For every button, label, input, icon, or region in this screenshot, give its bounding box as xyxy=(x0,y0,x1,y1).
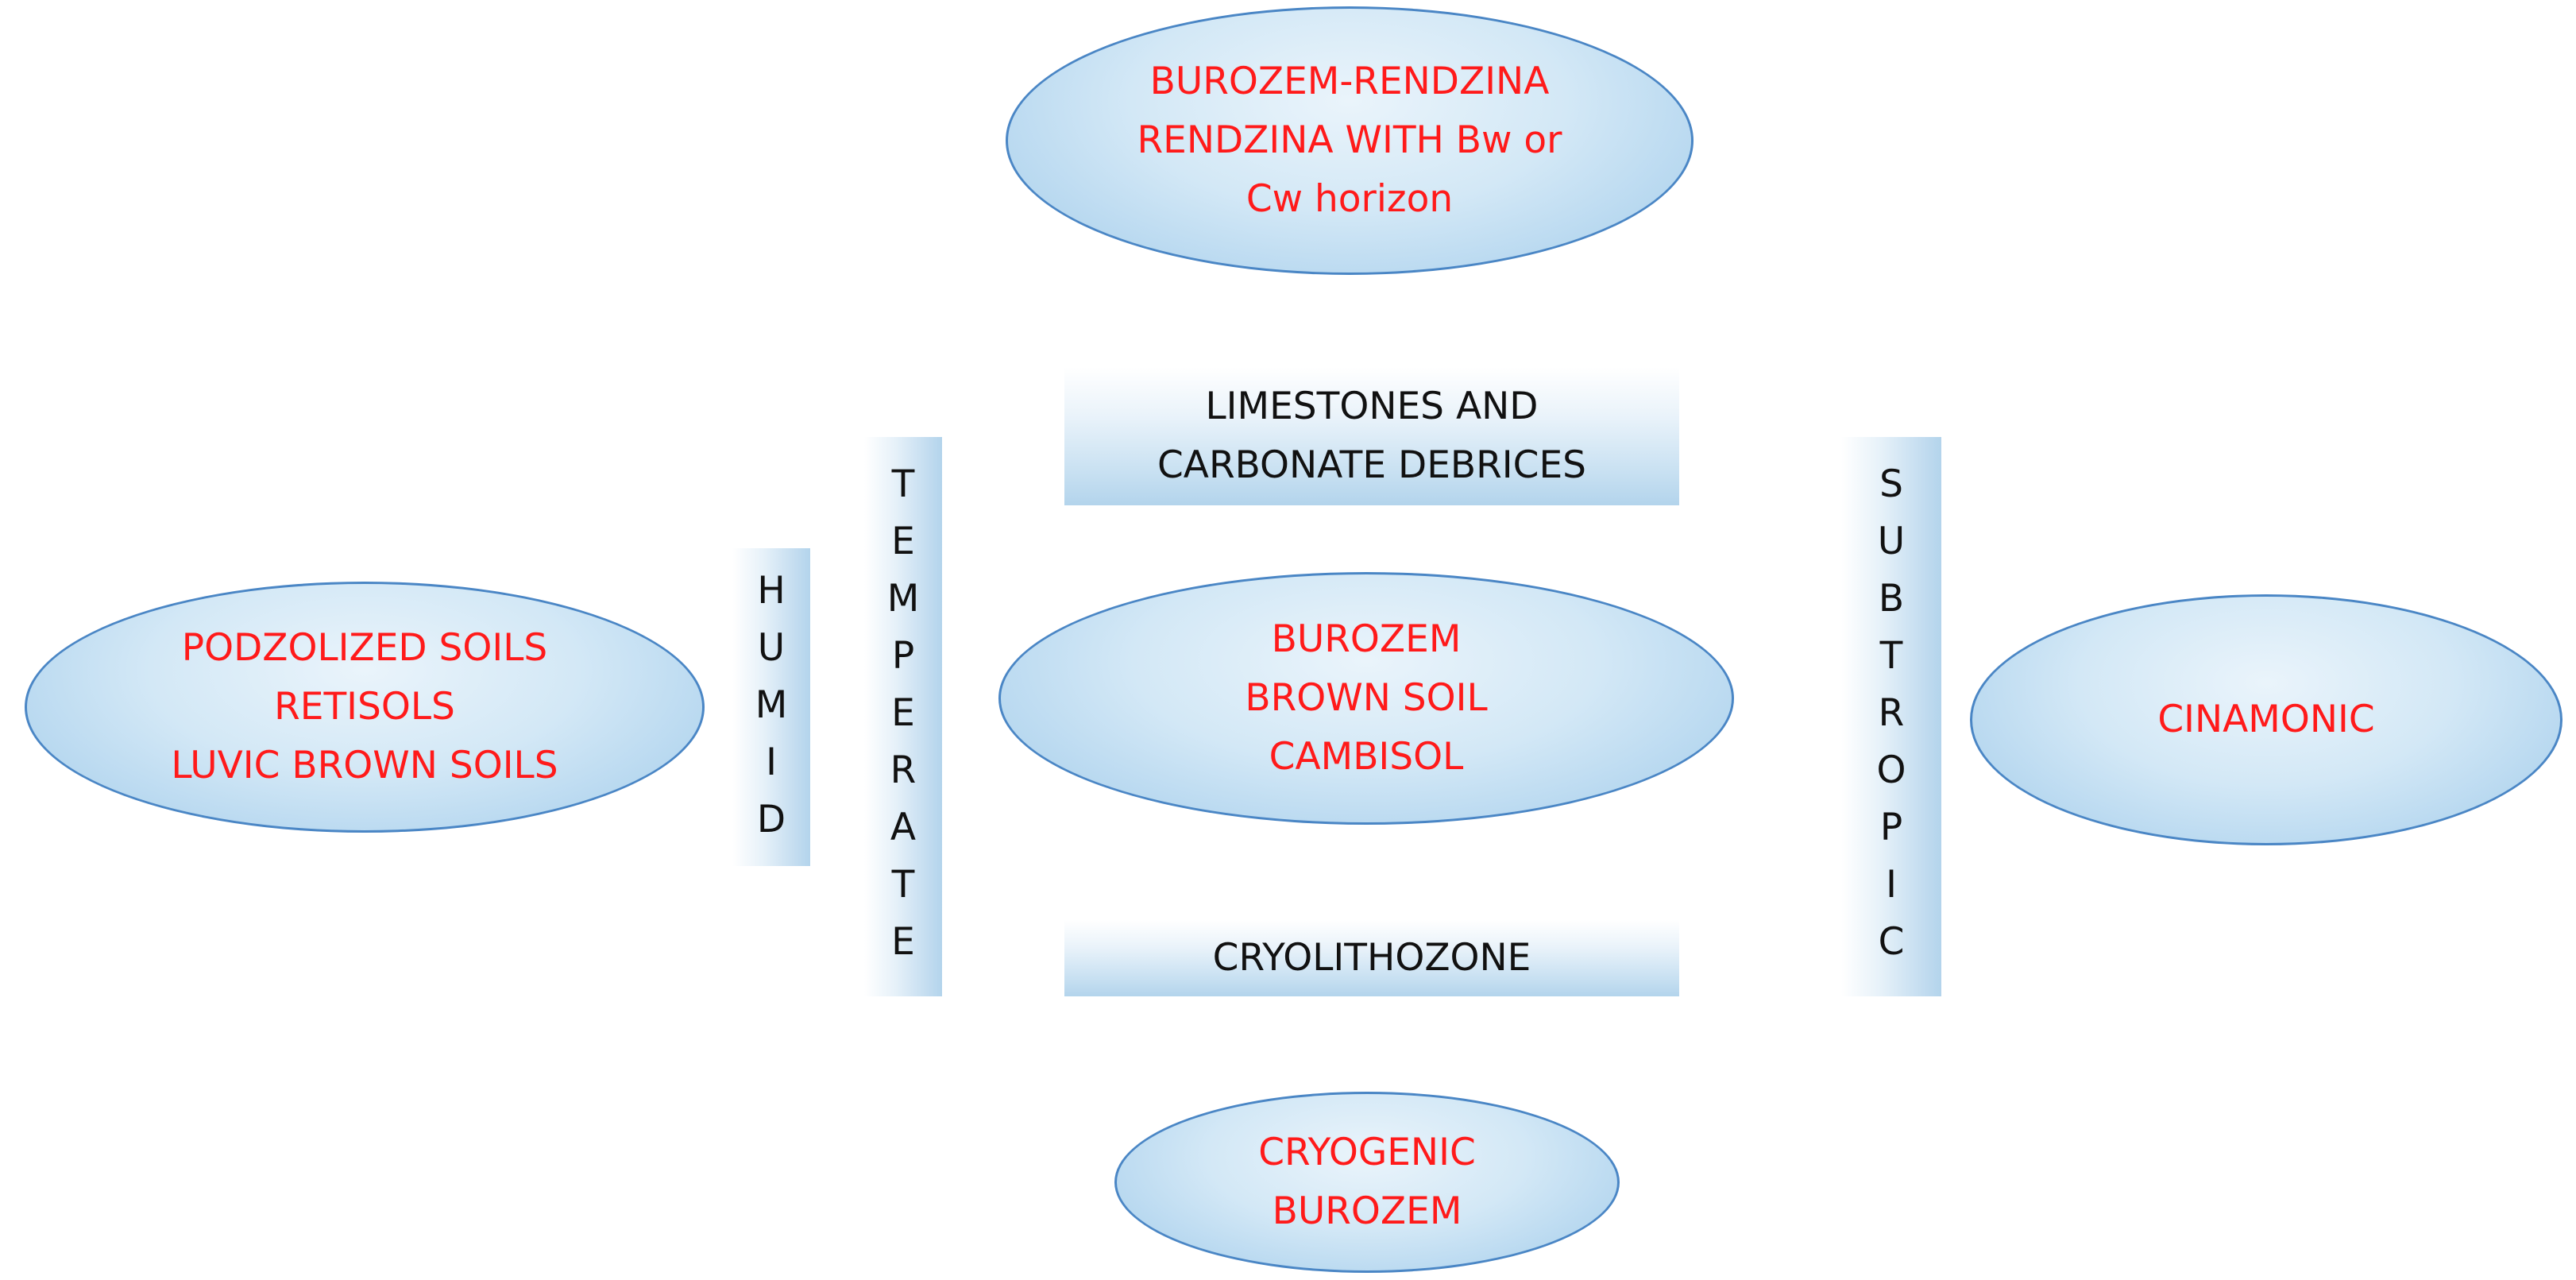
bar-letter: P xyxy=(1879,806,1903,849)
bar-humid-letters: H U M I D xyxy=(732,563,810,849)
ellipse-cinamonic-text: CINAMONIC xyxy=(2157,690,2374,749)
ellipse-line: BUROZEM xyxy=(1271,617,1462,661)
bar-letter: T xyxy=(891,462,915,506)
bar-letter: O xyxy=(1876,748,1906,792)
bar-limestones-text: LIMESTONES AND CARBONATE DEBRICES xyxy=(1157,377,1586,495)
ellipse-burozem-rendzina-text: BUROZEM-RENDZINA RENDZINA WITH Bw or Cw … xyxy=(1137,52,1562,229)
ellipse-line: LUVIC BROWN SOILS xyxy=(171,744,558,787)
bar-letter: C xyxy=(1878,920,1905,964)
bar-cryolithozone-text: CRYOLITHOZONE xyxy=(1213,929,1531,988)
ellipse-line: RETISOLS xyxy=(274,685,455,729)
ellipse-line: BROWN SOIL xyxy=(1245,676,1488,720)
ellipse-line: Cw horizon xyxy=(1246,177,1454,221)
bar-letter: A xyxy=(890,806,917,849)
bar-humid: H U M I D xyxy=(732,548,810,866)
bar-limestones: LIMESTONES AND CARBONATE DEBRICES xyxy=(1064,367,1679,505)
bar-letter: E xyxy=(891,920,915,964)
bar-line: CRYOLITHOZONE xyxy=(1212,936,1531,980)
bar-letter: U xyxy=(1877,520,1906,563)
ellipse-cryogenic-burozem-text: CRYOGENIC BUROZEM xyxy=(1258,1123,1476,1241)
bar-letter: H xyxy=(757,569,786,613)
bar-subtropic-letters: S U B T R O P I C xyxy=(1841,456,1941,971)
bar-line: CARBONATE DEBRICES xyxy=(1157,443,1587,487)
bar-temperate-letters: T E M P E R A T E xyxy=(864,456,942,971)
bar-letter: R xyxy=(1878,691,1905,735)
bar-letter: P xyxy=(891,634,915,678)
ellipse-line: CAMBISOL xyxy=(1269,735,1464,779)
ellipse-burozem-cambisol-text: BUROZEM BROWN SOIL CAMBISOL xyxy=(1245,610,1487,787)
ellipse-podzolized-soils: PODZOLIZED SOILS RETISOLS LUVIC BROWN SO… xyxy=(25,582,705,833)
bar-cryolithozone: CRYOLITHOZONE xyxy=(1064,920,1679,996)
bar-letter: E xyxy=(891,520,915,563)
ellipse-cinamonic: CINAMONIC xyxy=(1970,594,2562,845)
bar-letter: B xyxy=(1878,577,1905,621)
bar-letter: I xyxy=(1886,863,1897,907)
bar-letter: S xyxy=(1879,462,1903,506)
ellipse-podzolized-soils-text: PODZOLIZED SOILS RETISOLS LUVIC BROWN SO… xyxy=(171,619,558,795)
bar-letter: E xyxy=(891,691,915,735)
ellipse-line: CRYOGENIC xyxy=(1258,1131,1476,1174)
bar-letter: D xyxy=(756,798,786,841)
bar-letter: U xyxy=(757,626,786,670)
bar-line: LIMESTONES AND xyxy=(1205,385,1539,428)
bar-letter: T xyxy=(891,863,915,907)
ellipse-line: RENDZINA WITH Bw or xyxy=(1137,118,1562,162)
ellipse-burozem-rendzina: BUROZEM-RENDZINA RENDZINA WITH Bw or Cw … xyxy=(1006,6,1694,275)
ellipse-burozem-cambisol: BUROZEM BROWN SOIL CAMBISOL xyxy=(998,572,1734,825)
bar-temperate: T E M P E R A T E xyxy=(864,437,942,996)
ellipse-cryogenic-burozem: CRYOGENIC BUROZEM xyxy=(1114,1092,1620,1273)
ellipse-line: PODZOLIZED SOILS xyxy=(181,626,548,670)
bar-letter: T xyxy=(1879,634,1903,678)
bar-letter: R xyxy=(890,748,917,792)
bar-subtropic: S U B T R O P I C xyxy=(1841,437,1941,996)
ellipse-line: BUROZEM xyxy=(1272,1189,1462,1233)
bar-letter: M xyxy=(886,577,920,621)
bar-letter: M xyxy=(755,683,788,727)
ellipse-line: BUROZEM-RENDZINA xyxy=(1149,60,1550,103)
ellipse-line: CINAMONIC xyxy=(2157,698,2375,741)
bar-letter: I xyxy=(766,741,777,784)
